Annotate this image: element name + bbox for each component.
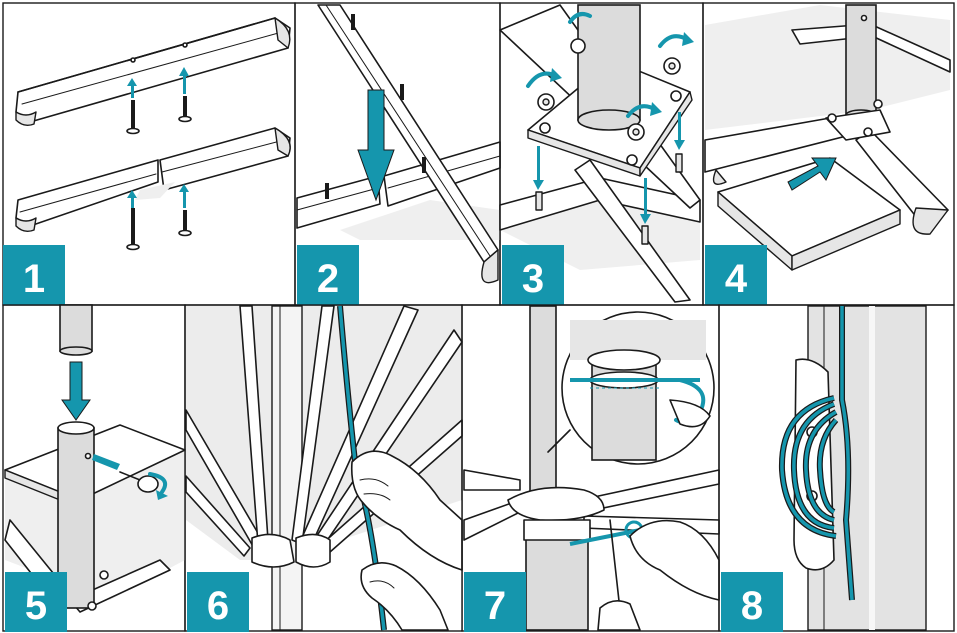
step-number: 5: [25, 584, 47, 628]
step-number: 2: [317, 257, 339, 301]
bolt-group-lower: [126, 184, 192, 251]
pole-stub: [845, 4, 877, 121]
rib-hub: [251, 533, 331, 568]
push-arrow: [787, 157, 837, 191]
hand-lower: [360, 562, 449, 631]
step-6-badge: 6: [187, 572, 249, 632]
hub: [507, 486, 605, 541]
thumb-screw: [119, 471, 159, 493]
weight-plate: [717, 157, 901, 271]
step-number: 4: [725, 257, 748, 301]
step-5-panel: 5: [2, 304, 186, 632]
umbrella-pole-stub: [577, 4, 641, 131]
step-number: 7: [484, 584, 506, 628]
step-3-badge: 3: [502, 245, 564, 305]
step-number: 6: [207, 584, 229, 628]
step-number: 1: [23, 257, 45, 301]
step-number: 8: [741, 584, 763, 628]
step-5-badge: 5: [5, 572, 67, 632]
split-base-rail-illustration: [15, 127, 291, 233]
pole-top: [59, 304, 93, 356]
detail-magnifier: [547, 311, 715, 465]
step-2-badge: 2: [297, 245, 359, 305]
main-pole: [271, 305, 303, 631]
step-number: 3: [522, 257, 544, 301]
nuts: [537, 38, 681, 141]
rotate-arrows: [526, 12, 694, 118]
step-1-badge: 1: [3, 245, 65, 305]
base-rail-illustration: [15, 17, 291, 127]
down-arrow: [357, 89, 395, 202]
step-7-panel: 7: [461, 304, 720, 632]
step-2-panel: 2: [294, 2, 501, 306]
step-7-badge: 7: [464, 572, 526, 632]
step-1-panel: 1: [2, 2, 296, 306]
step-3-panel: 3: [499, 2, 704, 306]
step-6-panel: 6: [184, 304, 463, 632]
cord-cleat: [793, 358, 835, 571]
step-4-badge: 4: [705, 245, 767, 305]
step-8-badge: 8: [721, 572, 783, 632]
hand-rod: [597, 600, 641, 631]
wound-cord: [778, 306, 855, 601]
bolt-group-upper: [126, 67, 192, 135]
step-4-panel: 4: [702, 2, 955, 306]
hand-upper: [350, 450, 463, 571]
step-8-panel: 8: [718, 304, 955, 632]
bolts-and-arrows: [533, 112, 685, 245]
